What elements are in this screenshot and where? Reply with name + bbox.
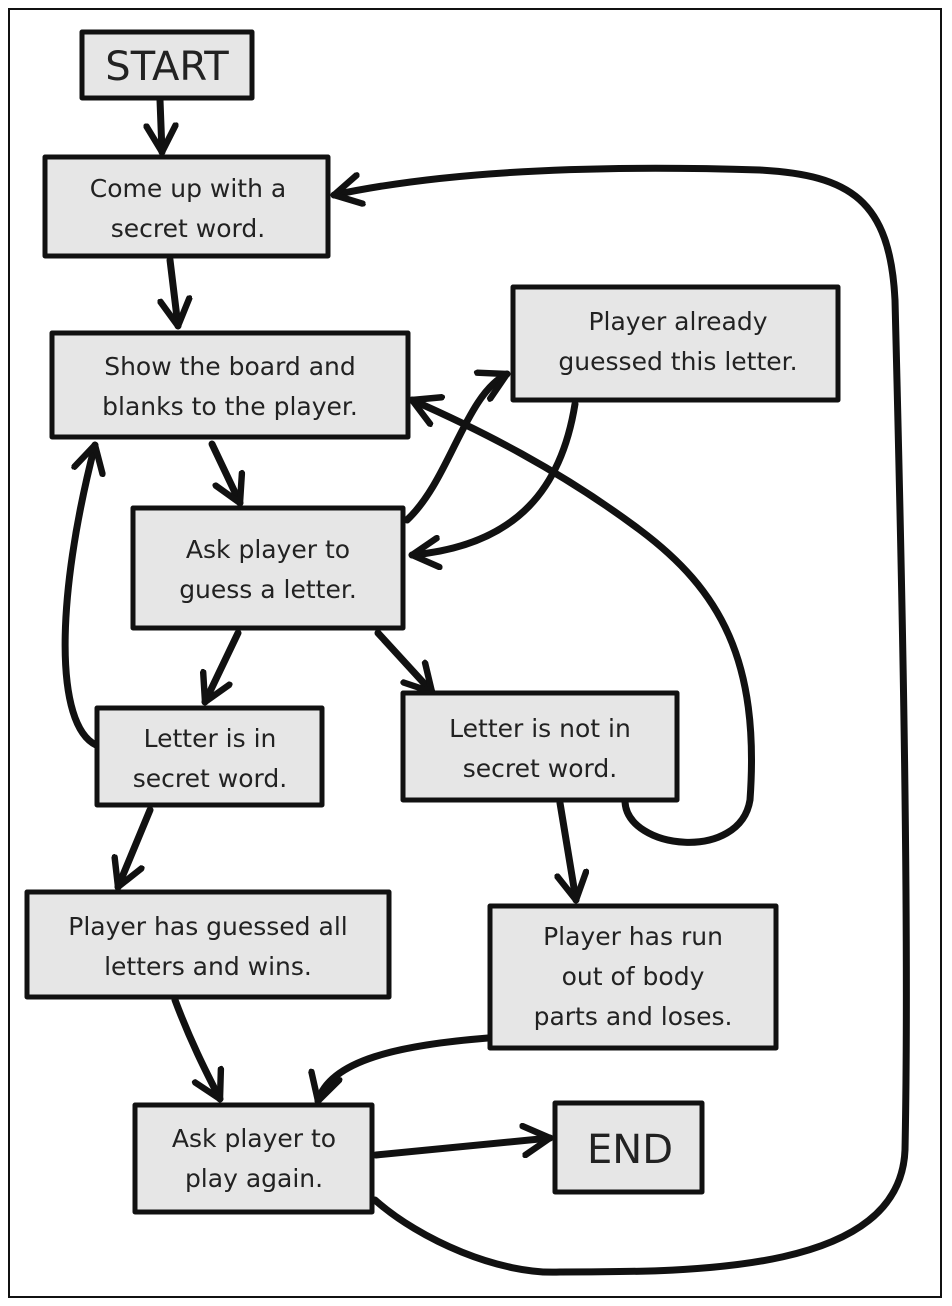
node-label: guessed this letter. xyxy=(558,347,797,376)
node-label: Player has guessed all xyxy=(68,912,347,941)
arrow-already-to-ask xyxy=(408,400,579,555)
node-label: Letter is not in xyxy=(449,714,631,743)
arrow-in-word-to-show xyxy=(61,441,96,749)
node-ask-guess: Ask player to guess a letter. xyxy=(130,505,406,631)
node-label: blanks to the player. xyxy=(102,392,358,421)
arrows xyxy=(61,96,910,1276)
arrow-ask-to-in-word xyxy=(205,629,242,706)
arrow-secret-to-show xyxy=(170,256,178,330)
node-show-board: Show the board and blanks to the player. xyxy=(49,330,411,440)
node-label: secret word. xyxy=(111,214,265,243)
arrow-start-to-secret xyxy=(160,96,162,156)
node-label: Player already xyxy=(588,307,767,336)
arrow-in-word-to-wins xyxy=(118,806,154,891)
node-label: guess a letter. xyxy=(179,575,357,604)
arrow-not-in-to-loses xyxy=(560,799,576,904)
arrow-loses-to-again xyxy=(318,1034,492,1105)
arrow-show-to-ask xyxy=(208,440,240,507)
node-label: Ask player to xyxy=(172,1124,336,1153)
svg-text:START: START xyxy=(105,44,229,90)
outer-frame xyxy=(8,8,942,1298)
node-player-loses: Player has run out of body parts and loses… xyxy=(487,903,779,1051)
node-label: parts and loses. xyxy=(534,1002,733,1031)
node-label: secret word. xyxy=(463,754,617,783)
arrow-ask-to-already xyxy=(403,374,511,524)
node-label: Show the board and xyxy=(104,352,356,381)
node-letter-not-in-word: Letter is not in secret word. xyxy=(400,690,680,803)
node-play-again: Ask player to play again. xyxy=(132,1102,375,1215)
svg-text:END: END xyxy=(587,1127,673,1173)
arrow-wins-to-again xyxy=(171,996,220,1103)
node-label: letters and wins. xyxy=(104,952,312,981)
node-end: END xyxy=(552,1100,705,1195)
node-label: Letter is in xyxy=(144,724,277,753)
node-secret-word: Come up with a secret word. xyxy=(42,154,331,259)
node-start: START xyxy=(79,29,255,101)
arrow-again-to-secret xyxy=(330,164,910,1276)
arrow-ask-to-not-in xyxy=(374,629,436,696)
node-already-guessed: Player already guessed this letter. xyxy=(510,284,841,403)
node-label: Ask player to xyxy=(186,535,350,564)
arrow-again-to-end xyxy=(372,1138,554,1159)
node-letter-in-word: Letter is in secret word. xyxy=(94,705,325,808)
node-player-wins: Player has guessed all letters and wins. xyxy=(24,889,392,1000)
arrow-not-in-to-show xyxy=(408,400,755,846)
node-label: play again. xyxy=(185,1164,323,1193)
node-label: Come up with a xyxy=(90,174,286,203)
node-label: START xyxy=(105,44,229,90)
node-label: END xyxy=(587,1127,673,1173)
node-label: secret word. xyxy=(133,764,287,793)
node-label: out of body xyxy=(562,962,705,991)
node-label: Player has run xyxy=(543,922,723,951)
